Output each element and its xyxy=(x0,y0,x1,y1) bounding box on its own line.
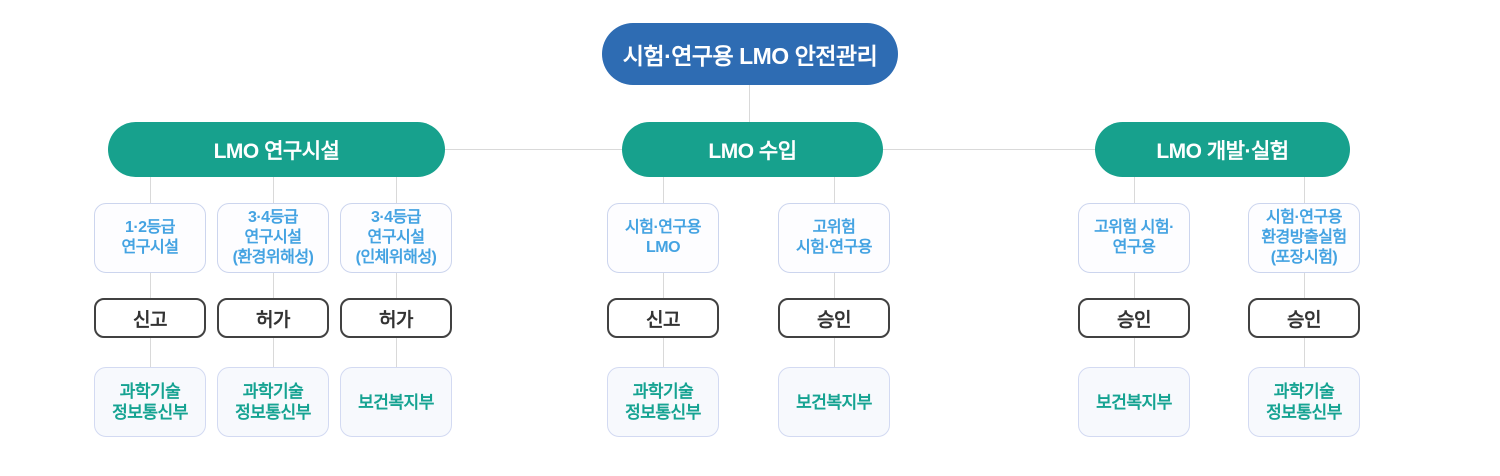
connector-root-vertical xyxy=(749,85,750,122)
connector-b3c1-pill-cat xyxy=(1134,177,1135,203)
connector-b1c1-pill-cat xyxy=(150,177,151,203)
connector-b2c1-cat-act xyxy=(663,273,664,298)
connector-b2c1-pill-cat xyxy=(663,177,664,203)
action-b1c3: 허가 xyxy=(340,298,452,338)
branch-pill-development-experiment: LMO 개발·실험 xyxy=(1095,122,1350,177)
connector-b1c3-pill-cat xyxy=(396,177,397,203)
action-b1c1: 신고 xyxy=(94,298,206,338)
connector-branch-horizontal-right xyxy=(883,149,1095,150)
branch-pill-research-facility: LMO 연구시설 xyxy=(108,122,445,177)
branch-pill-import: LMO 수입 xyxy=(622,122,883,177)
category-b1c3: 3·4등급 연구시설 (인체위해성) xyxy=(340,203,452,273)
category-b3c2: 시험·연구용 환경방출실험 (포장시험) xyxy=(1248,203,1360,273)
ministry-b3c2: 과학기술 정보통신부 xyxy=(1248,367,1360,437)
ministry-b2c1: 과학기술 정보통신부 xyxy=(607,367,719,437)
connector-b3c2-cat-act xyxy=(1304,273,1305,298)
category-b2c1: 시험·연구용 LMO xyxy=(607,203,719,273)
root-node: 시험·연구용 LMO 안전관리 xyxy=(602,23,898,85)
category-b1c1: 1·2등급 연구시설 xyxy=(94,203,206,273)
connector-b1c3-act-min xyxy=(396,338,397,367)
ministry-b1c2: 과학기술 정보통신부 xyxy=(217,367,329,437)
action-b1c2: 허가 xyxy=(217,298,329,338)
action-b3c1: 승인 xyxy=(1078,298,1190,338)
ministry-b3c1: 보건복지부 xyxy=(1078,367,1190,437)
connector-b3c1-cat-act xyxy=(1134,273,1135,298)
category-b1c2: 3·4등급 연구시설 (환경위해성) xyxy=(217,203,329,273)
connector-b3c2-act-min xyxy=(1304,338,1305,367)
connector-b3c1-act-min xyxy=(1134,338,1135,367)
connector-b2c2-cat-act xyxy=(834,273,835,298)
connector-b1c2-act-min xyxy=(273,338,274,367)
ministry-b2c2: 보건복지부 xyxy=(778,367,890,437)
connector-b2c2-pill-cat xyxy=(834,177,835,203)
action-b2c2: 승인 xyxy=(778,298,890,338)
category-b3c1: 고위험 시험· 연구용 xyxy=(1078,203,1190,273)
action-b3c2: 승인 xyxy=(1248,298,1360,338)
connector-b1c2-pill-cat xyxy=(273,177,274,203)
action-b2c1: 신고 xyxy=(607,298,719,338)
connector-b1c1-act-min xyxy=(150,338,151,367)
connector-b1c2-cat-act xyxy=(273,273,274,298)
connector-b1c3-cat-act xyxy=(396,273,397,298)
connector-b2c2-act-min xyxy=(834,338,835,367)
connector-branch-horizontal-left xyxy=(445,149,622,150)
connector-b3c2-pill-cat xyxy=(1304,177,1305,203)
ministry-b1c1: 과학기술 정보통신부 xyxy=(94,367,206,437)
ministry-b1c3: 보건복지부 xyxy=(340,367,452,437)
connector-b1c1-cat-act xyxy=(150,273,151,298)
category-b2c2: 고위험 시험·연구용 xyxy=(778,203,890,273)
connector-b2c1-act-min xyxy=(663,338,664,367)
